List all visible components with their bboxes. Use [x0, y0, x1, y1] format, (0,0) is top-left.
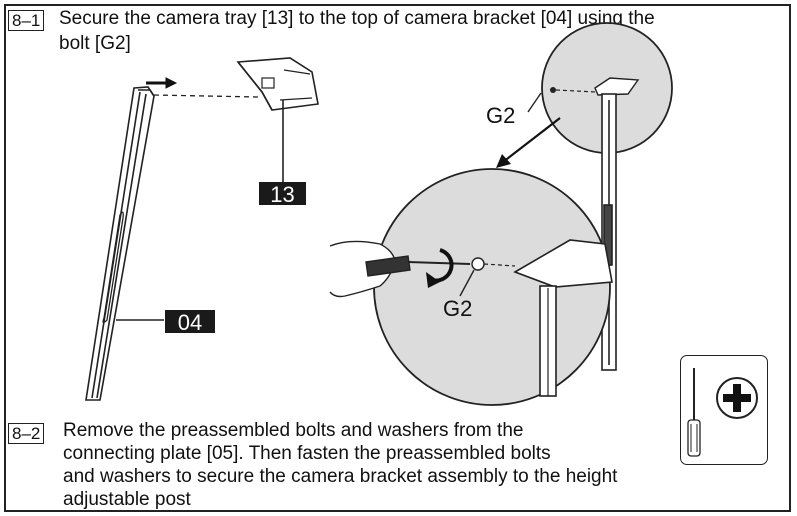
step-text-8-2-line2: connecting plate [05]. Then fasten the p…: [63, 443, 551, 464]
zoom-arrow: [496, 117, 561, 168]
step-text-8-2-line1: Remove the preassembled bolts and washer…: [63, 420, 524, 441]
leader-line-g2-top: [527, 92, 542, 113]
alignment-line: [153, 94, 259, 98]
step-number-8-1: 8–1: [8, 10, 45, 31]
part-label-04: 04: [165, 310, 215, 335]
rotation-arrow-icon: [426, 248, 454, 288]
direction-arrow: [146, 77, 178, 89]
camera-tray-part: [236, 57, 319, 111]
part-label-13: 13: [259, 182, 306, 207]
camera-bracket-part: [85, 86, 155, 401]
instruction-frame: [4, 4, 791, 512]
step-text-8-2-line3: and washers to secure the camera bracket…: [63, 466, 618, 487]
height-post: [601, 93, 617, 371]
bolt-label-top: G2: [486, 103, 516, 128]
leader-line-g2-detail: [459, 269, 475, 297]
bolt-label-detail: G2: [443, 296, 473, 321]
required-tool-box: [680, 355, 768, 465]
detail-circle-small: [541, 22, 673, 154]
hand-screwdriver: [329, 240, 471, 298]
step-text-8-1-line1: Secure the camera tray [13] to the top o…: [59, 8, 655, 29]
detail-circle-large: [373, 168, 613, 406]
step-text-8-1-line2: bolt [G2]: [59, 33, 131, 54]
step-number-8-2: 8–2: [8, 423, 45, 444]
step-text-8-2-line4: adjustable post: [63, 489, 191, 510]
